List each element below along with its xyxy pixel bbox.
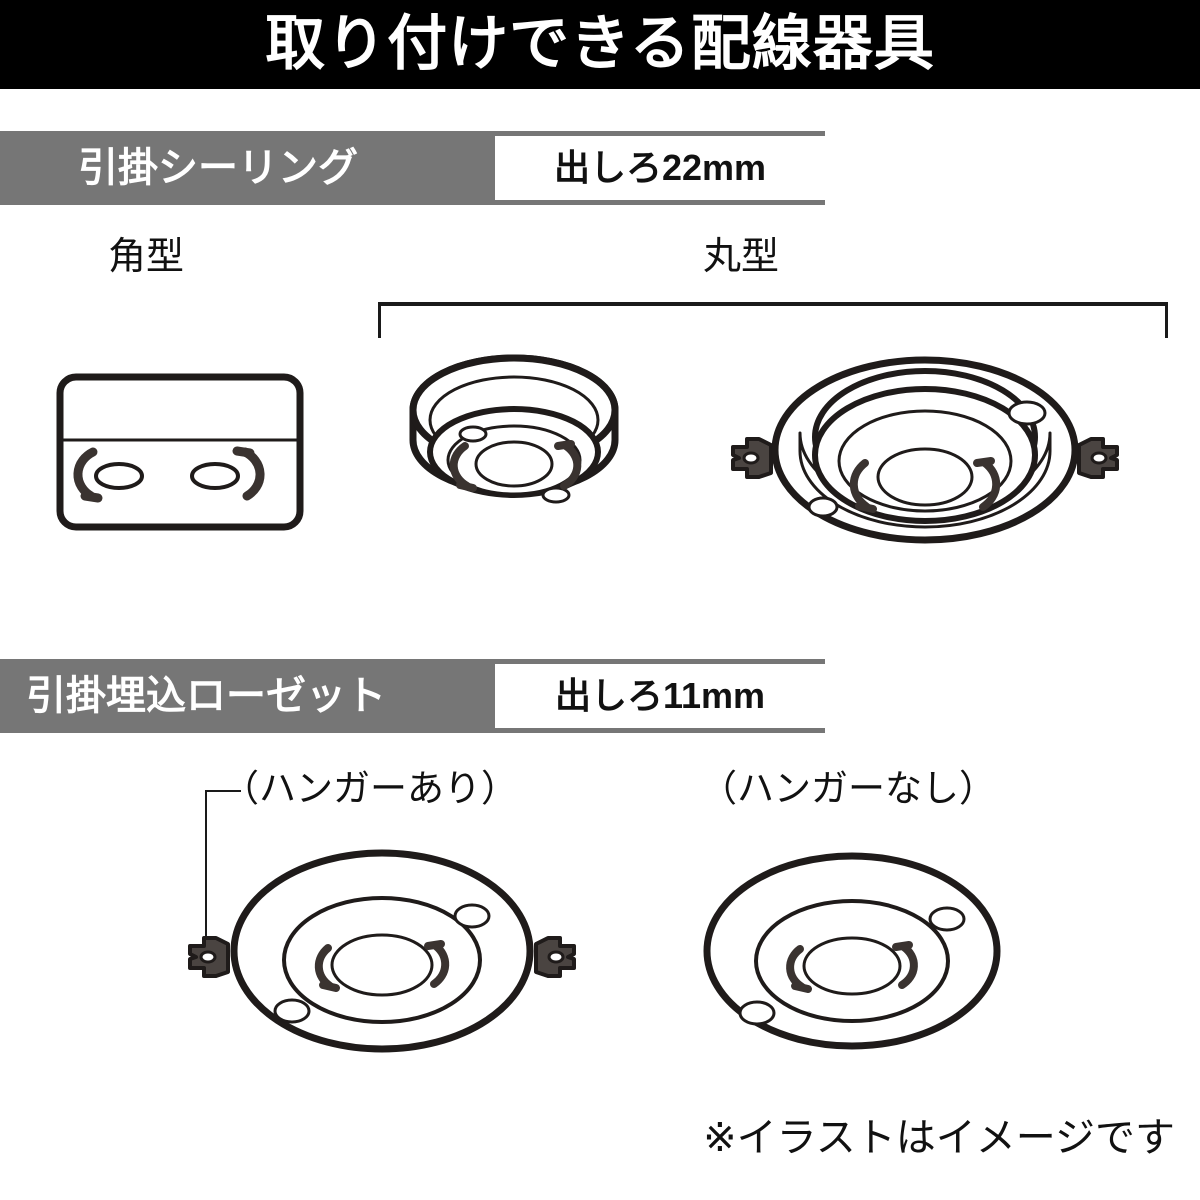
page-title: 取り付けできる配線器具 (265, 9, 935, 77)
section-title-ceiling: 引掛シーリング (78, 146, 358, 190)
section-badge-ceiling: 出しろ22mm (495, 136, 825, 200)
footer-disclaimer: ※イラストはイメージです (703, 1116, 1175, 1160)
section-badge-rosette: 出しろ11mm (495, 664, 825, 728)
illustration-round-ceiling-rose-large (725, 355, 1125, 550)
page-title-bar: 取り付けできる配線器具 (0, 0, 1200, 89)
sub-label-round-type: 丸型 (703, 236, 780, 278)
round-type-grouping-bracket (378, 302, 1168, 338)
illustration-square-ceiling-rose (55, 372, 305, 537)
illustration-rosette-without-hanger (682, 843, 1022, 1063)
section-title-rosette: 引掛埋込ローゼット (26, 674, 386, 718)
section-header-rosette: 引掛埋込ローゼット 出しろ11mm (0, 659, 825, 733)
section-badge-ceiling-text: 出しろ22mm (553, 147, 767, 188)
section-badge-rosette-text: 出しろ11mm (554, 675, 766, 716)
section-header-ceiling: 引掛シーリング 出しろ22mm (0, 131, 825, 205)
sub-label-hanger-no: （ハンガーなし） (700, 768, 996, 809)
hanger-callout-leader-line (205, 790, 241, 965)
sub-label-square-type: 角型 (108, 236, 185, 278)
illustration-round-ceiling-rose-small (403, 348, 623, 548)
illustration-rosette-with-hanger (182, 838, 582, 1063)
sub-label-hanger-yes: （ハンガーあり） (222, 768, 518, 809)
